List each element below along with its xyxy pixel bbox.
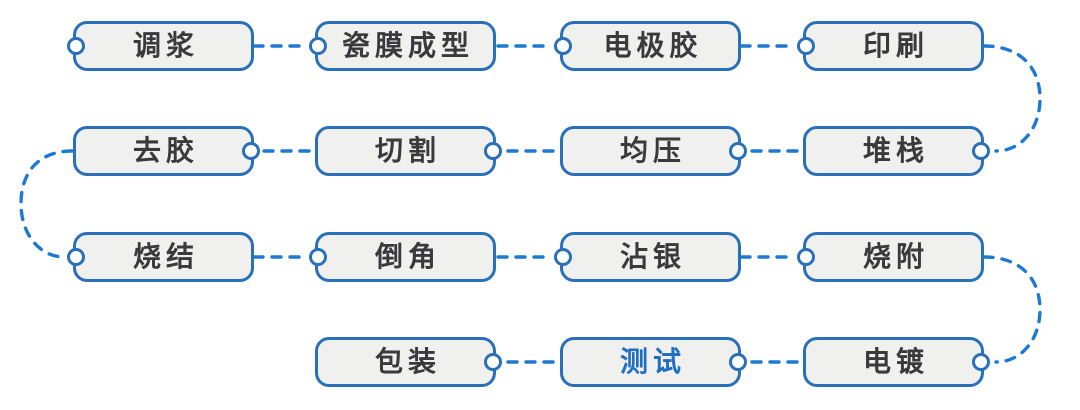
node-label: 切割	[374, 135, 441, 166]
connector-dot	[309, 37, 327, 55]
connector-dot	[242, 142, 260, 160]
node-label: 调浆	[132, 30, 199, 61]
connector-dot	[67, 248, 85, 266]
connector-curve	[982, 255, 1042, 364]
connector-dot	[729, 142, 747, 160]
connector-dot	[309, 248, 327, 266]
connector-dot	[484, 353, 502, 371]
connector-dot	[972, 353, 990, 371]
connector-curve	[19, 149, 74, 259]
connector-dot	[729, 353, 747, 371]
node-binder-removal: 去胶	[73, 126, 260, 176]
node-packaging: 包装	[315, 337, 502, 387]
node-label: 电极胶	[603, 30, 703, 61]
node-label-highlighted: 测试	[619, 346, 686, 377]
connector-dot	[484, 142, 502, 160]
node-label: 沾银	[619, 241, 686, 272]
connector-dot	[797, 37, 815, 55]
node-label: 烧结	[132, 241, 199, 272]
node-chamfering: 倒角	[309, 232, 496, 282]
connector-dot	[972, 142, 990, 160]
connector-curve	[982, 44, 1042, 153]
node-testing: 测试	[560, 337, 747, 387]
node-ceramic-film-forming: 瓷膜成型	[309, 21, 496, 71]
node-silver-firing: 烧附	[797, 232, 984, 282]
node-label: 堆栈	[862, 135, 929, 166]
node-label: 均压	[619, 135, 686, 166]
node-plating: 电镀	[803, 337, 990, 387]
node-label: 烧附	[862, 241, 929, 272]
node-sintering: 烧结	[67, 232, 254, 282]
node-label: 瓷膜成型	[341, 30, 474, 61]
node-label: 电镀	[862, 346, 929, 377]
node-label: 印刷	[862, 30, 929, 61]
connector-dot	[67, 37, 85, 55]
node-printing: 印刷	[797, 21, 984, 71]
node-label: 去胶	[132, 135, 199, 166]
connector-dot	[554, 37, 572, 55]
connector-dot	[797, 248, 815, 266]
node-slurry-mixing: 调浆	[67, 21, 254, 71]
node-cutting: 切割	[315, 126, 502, 176]
node-label: 包装	[374, 346, 441, 377]
node-electrode-paste: 电极胶	[554, 21, 741, 71]
connector-dot	[554, 248, 572, 266]
node-pressure-equalizing: 均压	[560, 126, 747, 176]
node-stacking: 堆栈	[803, 126, 990, 176]
node-label: 倒角	[374, 241, 441, 272]
node-silver-dipping: 沾银	[554, 232, 741, 282]
